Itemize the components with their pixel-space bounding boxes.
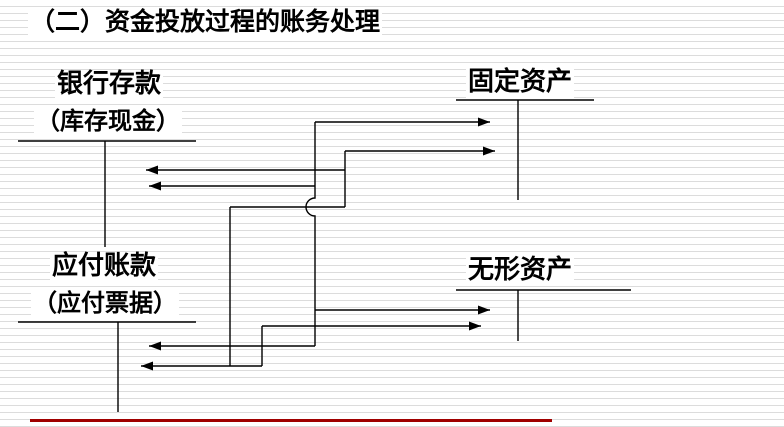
account-label-fixed-assets: 固定资产 (466, 67, 575, 98)
account-sublabel-cash: （库存现金） (34, 107, 182, 136)
t-account-lines (18, 99, 631, 412)
flow-connectors (141, 117, 495, 371)
slide-title: （二）资金投放过程的账务处理 (28, 7, 383, 37)
account-label-accounts-payable: 应付账款 (50, 251, 159, 282)
bottom-accent-rule (30, 419, 552, 422)
flow-trunk-with-hop (305, 122, 316, 346)
account-sublabel-notes-payable: （应付票据） (31, 289, 179, 318)
account-label-intangible-assets: 无形资产 (466, 255, 575, 286)
account-label-bank: 银行存款 (55, 69, 164, 100)
